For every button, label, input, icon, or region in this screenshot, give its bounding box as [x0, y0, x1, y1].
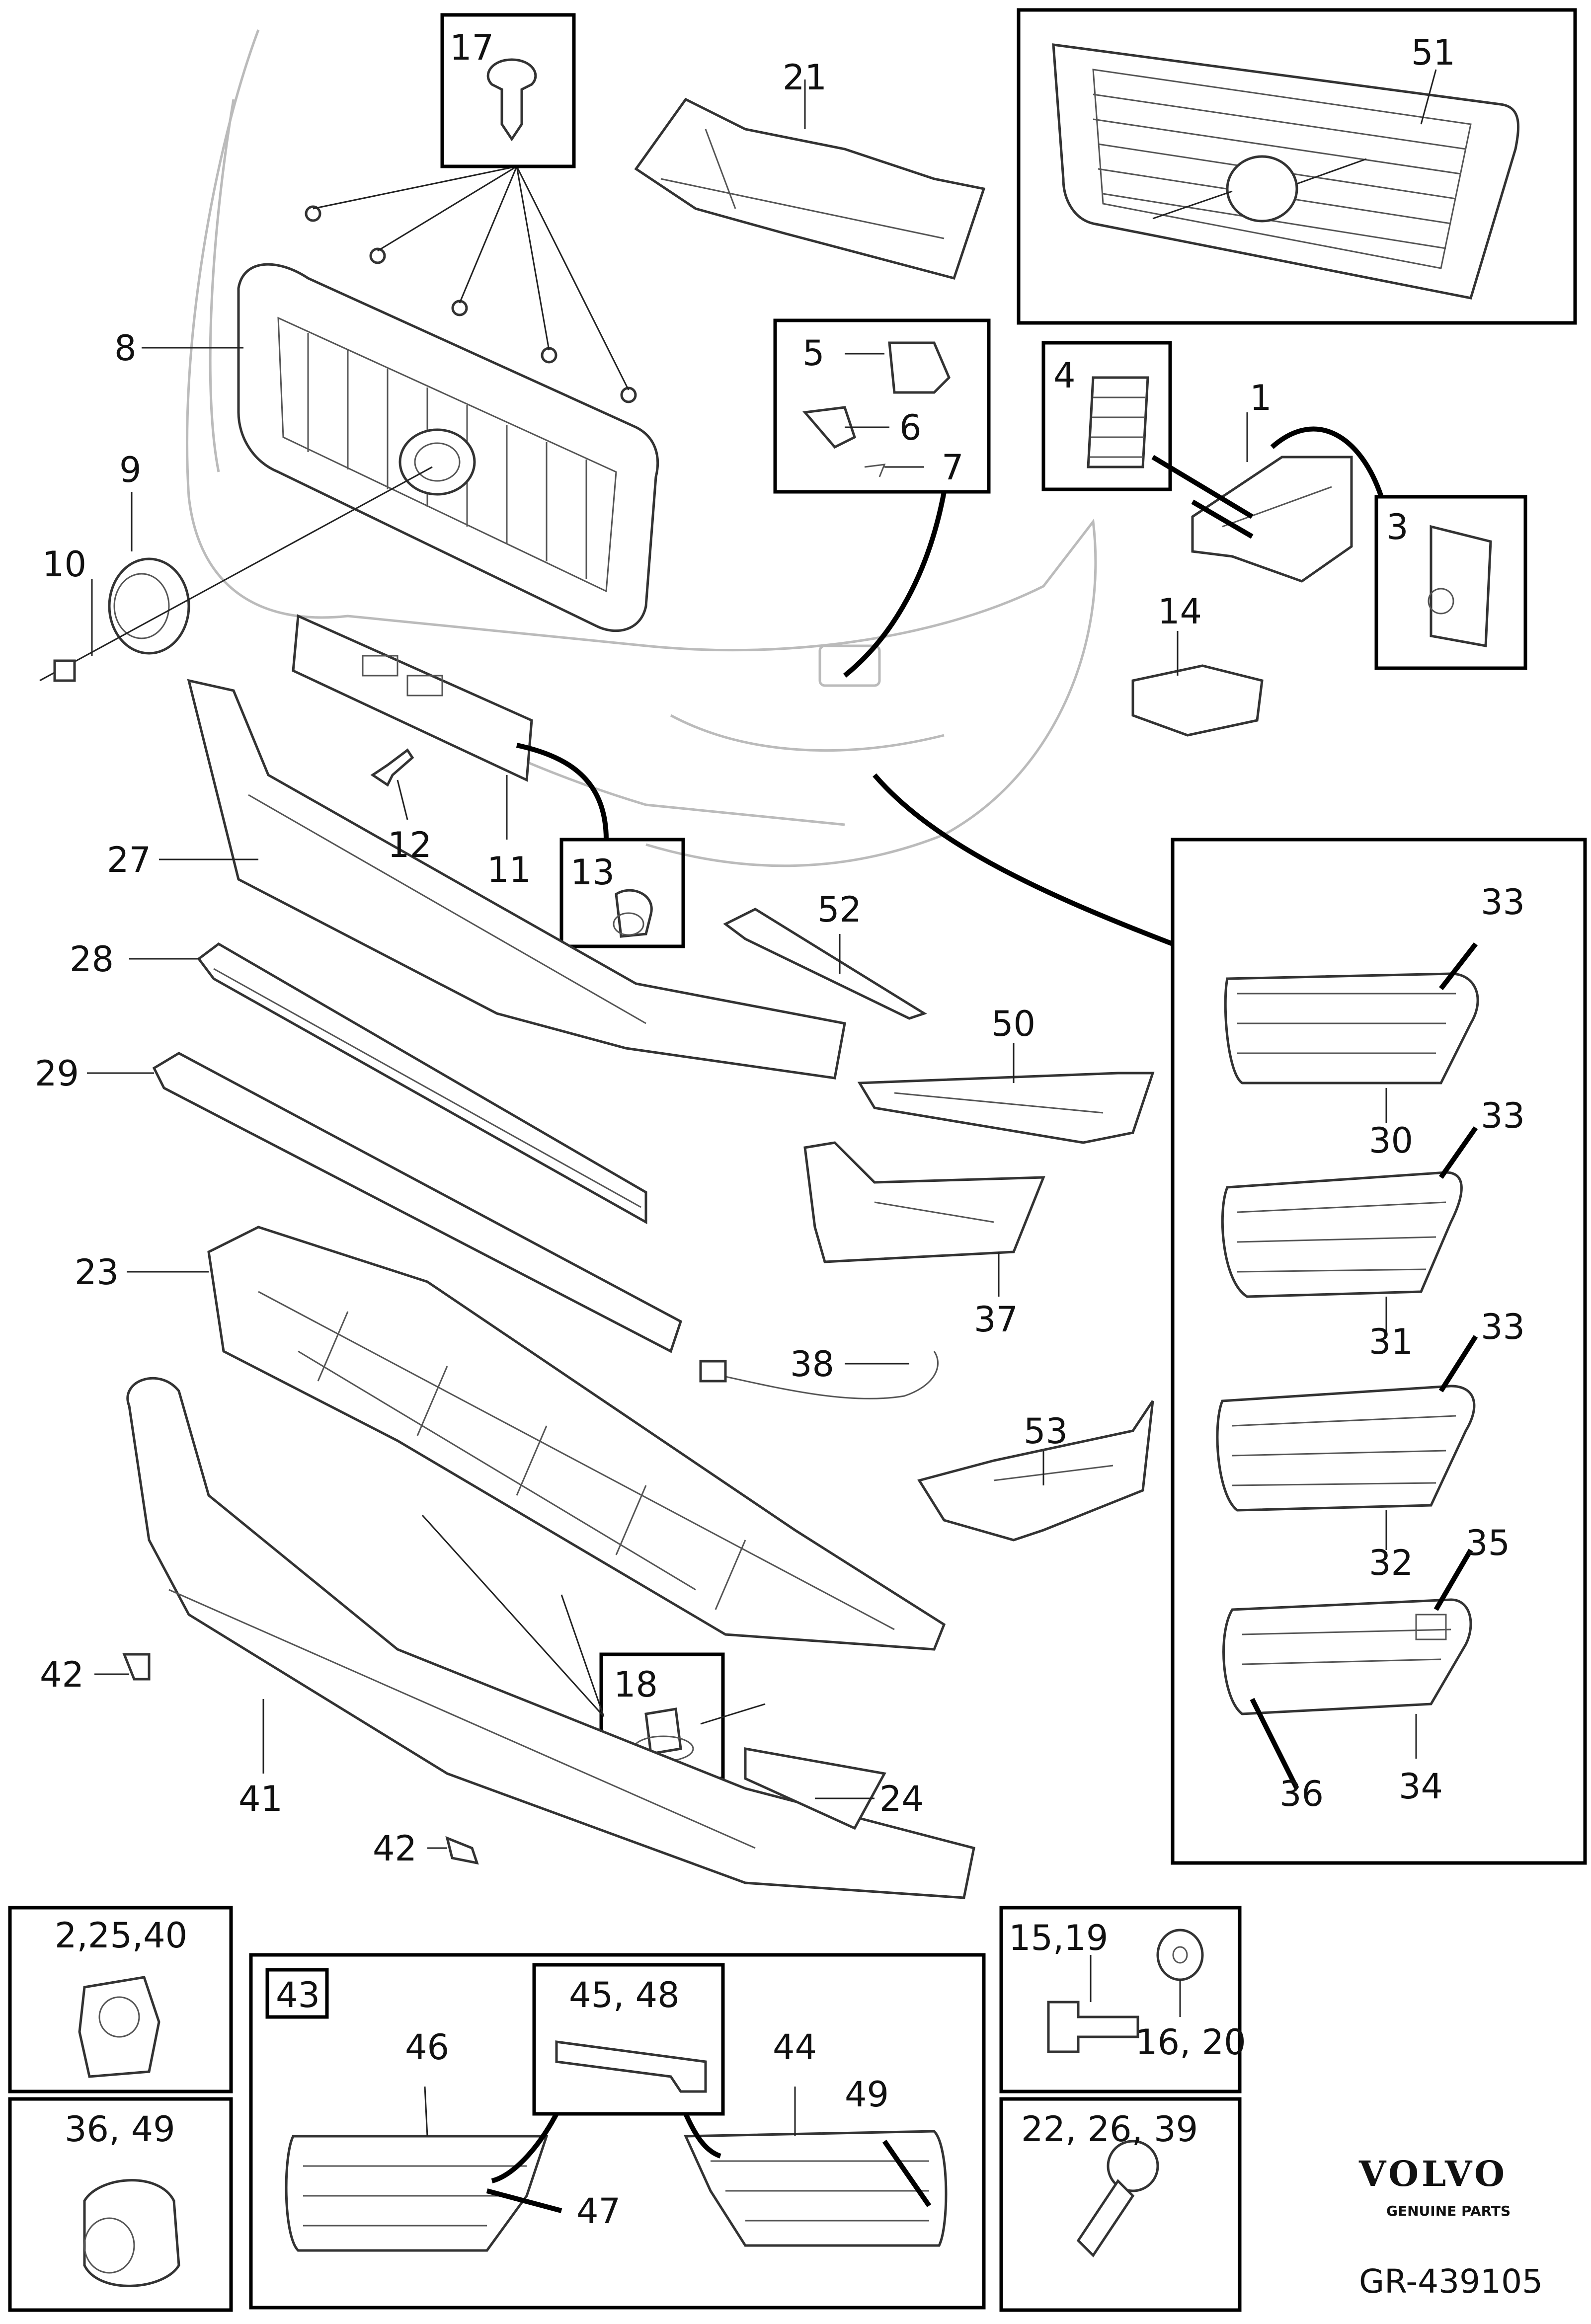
part-37-bracket: [803, 1141, 1045, 1263]
brand-tagline: GENUINE PARTS: [1386, 2203, 1511, 2219]
callout-32: 32: [1369, 1543, 1413, 1583]
callout-6: 6: [899, 407, 922, 448]
callout-16-20: 16, 20: [1135, 2022, 1246, 2063]
callout-43: 43: [276, 1975, 320, 2015]
callout-50: 50: [991, 1004, 1035, 1044]
part-31-grille-insert: [1221, 1171, 1463, 1298]
callout-30: 30: [1369, 1120, 1413, 1161]
callout-18: 18: [614, 1664, 658, 1705]
part-50-drl: [857, 1072, 1155, 1144]
part-29-trim: [152, 1052, 683, 1353]
callout-41: 41: [239, 1779, 283, 1819]
heavy-arrows: [486, 426, 1478, 2213]
callout-38: 38: [790, 1344, 834, 1385]
part-42b-clip: [445, 1836, 479, 1865]
callout-42a: 42: [40, 1654, 84, 1695]
callout-21: 21: [783, 57, 827, 98]
callout-34: 34: [1399, 1766, 1443, 1807]
part-53-drl: [917, 1400, 1154, 1542]
part-34-grille-insert: [1222, 1598, 1472, 1715]
callout-14: 14: [1158, 591, 1202, 632]
part-52-trim: [723, 908, 927, 1020]
callout-13: 13: [570, 852, 615, 893]
figure-code: GR-439105: [1359, 2262, 1543, 2301]
part-10-sensor: [53, 659, 76, 682]
box-5-6-7: [773, 318, 991, 494]
box-36-49: [8, 2097, 233, 2312]
callout-29: 29: [35, 1053, 79, 1094]
box-2-25-40: [8, 1906, 233, 2093]
callout-10: 10: [42, 544, 86, 585]
callout-23: 23: [75, 1252, 119, 1293]
callout-31: 31: [1369, 1321, 1413, 1362]
callout-44: 44: [773, 2027, 817, 2068]
part-30-grille-insert: [1224, 972, 1479, 1085]
part-23-skid: [207, 1226, 946, 1651]
callout-1: 1: [1250, 378, 1272, 418]
callout-4: 4: [1053, 355, 1076, 396]
box-3: [1374, 495, 1527, 670]
callout-45-48: 45, 48: [569, 1975, 680, 2015]
box-45-48: [532, 1963, 725, 2116]
callout-33b: 33: [1481, 1095, 1525, 1136]
part-9-emblem: [39, 466, 433, 682]
box-43: [249, 1953, 986, 2310]
callout-22-26-39: 22, 26, 39: [1021, 2109, 1198, 2150]
callout-11: 11: [487, 850, 531, 890]
callouts: 17 21 51 8 5 6 7 4 1 3 9 10 14 12 11 13 …: [35, 27, 1525, 2232]
part-11-plate: [292, 614, 533, 782]
callout-8: 8: [114, 328, 137, 369]
callout-12: 12: [388, 825, 432, 865]
callout-7: 7: [942, 447, 964, 488]
part-28-grille-lower: [197, 942, 647, 1225]
grille-main: [237, 263, 659, 632]
callout-9: 9: [119, 450, 142, 490]
callout-27: 27: [107, 840, 151, 880]
box-13: [559, 838, 685, 948]
callout-2-25-40: 2,25,40: [55, 1915, 187, 1956]
part-12-bolt: [370, 748, 414, 787]
callout-46: 46: [405, 2027, 449, 2068]
leader-lines-17: [313, 165, 630, 390]
callout-53: 53: [1024, 1411, 1068, 1452]
callout-17: 17: [450, 27, 494, 68]
callout-28: 28: [70, 939, 114, 980]
part-38-harness: [699, 1351, 939, 1399]
callout-15-19: 15,19: [1009, 1918, 1108, 1958]
callout-52: 52: [817, 889, 862, 930]
callout-51: 51: [1411, 32, 1455, 73]
callout-33c: 33: [1481, 1307, 1525, 1347]
part-1-bracket: [1191, 456, 1353, 583]
box-4: [1041, 341, 1172, 491]
box-51: [1017, 8, 1577, 325]
callout-24: 24: [879, 1779, 924, 1819]
callout-5: 5: [802, 333, 825, 374]
volvo-logo: VOLVO GENUINE PARTS: [1358, 2153, 1511, 2219]
box-22-26-39: [999, 2097, 1242, 2312]
part-44-grille-insert: [684, 2130, 948, 2247]
callout-49: 49: [845, 2074, 889, 2115]
part-32-grille-insert: [1216, 1385, 1476, 1512]
part-41-lower-bumper: [126, 1377, 975, 1899]
callout-42b: 42: [373, 1828, 417, 1869]
callout-36: 36: [1279, 1774, 1324, 1814]
part-14-clip: [1131, 664, 1264, 737]
callout-36-49: 36, 49: [65, 2109, 175, 2150]
part-24-trim: [744, 1747, 886, 1830]
leader-lines: [87, 69, 1437, 2137]
callout-3: 3: [1386, 507, 1409, 547]
box-17: [440, 13, 576, 168]
callout-33a: 33: [1481, 882, 1525, 923]
callout-47: 47: [576, 2191, 621, 2232]
brand-name: VOLVO: [1358, 2153, 1508, 2194]
callout-35: 35: [1466, 1523, 1510, 1563]
callout-37: 37: [974, 1299, 1018, 1340]
box-grilles-30-36: [1171, 838, 1587, 1865]
part-46-grille-insert: [285, 2135, 549, 2252]
part-42a-clip: [122, 1653, 151, 1681]
part-21-bracket: [634, 97, 986, 280]
